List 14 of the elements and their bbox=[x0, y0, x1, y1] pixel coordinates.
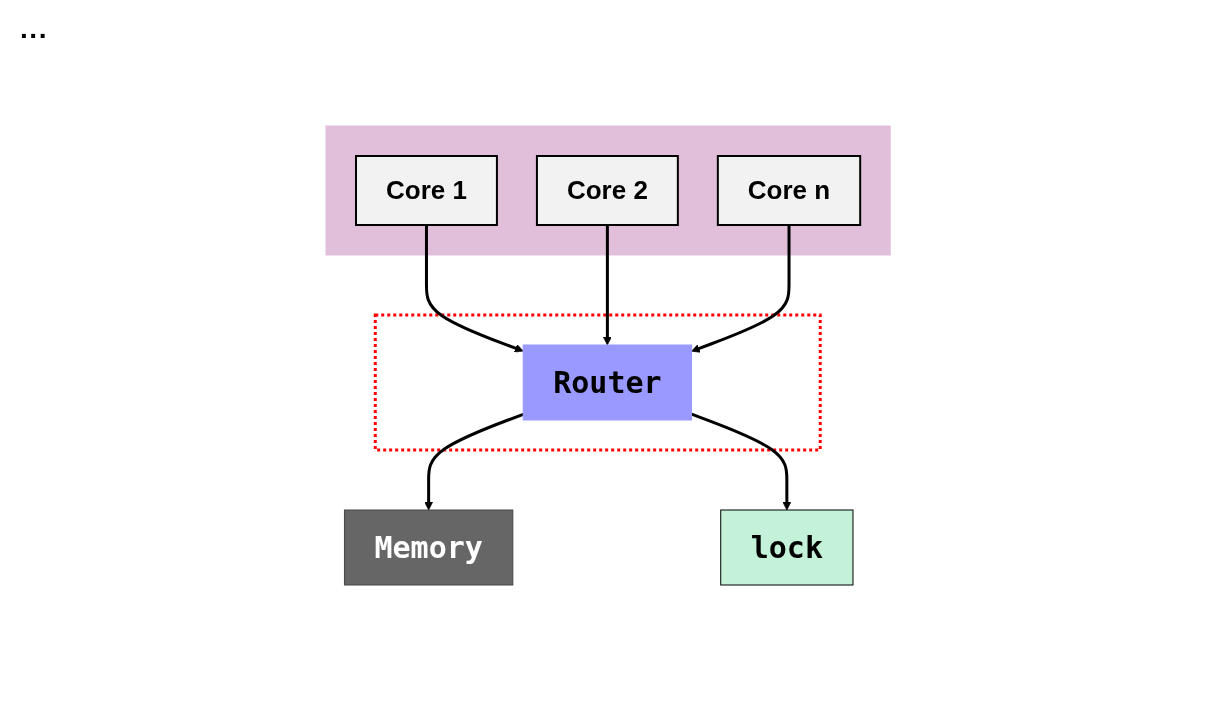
arrow bbox=[424, 412, 525, 510]
ellipsis-label: ··· bbox=[20, 20, 48, 52]
arrow bbox=[691, 412, 792, 510]
node-box: Core n bbox=[717, 154, 862, 226]
arrow bbox=[603, 224, 613, 345]
node-box: Memory bbox=[344, 509, 514, 585]
cluster bbox=[325, 125, 892, 255]
arrow bbox=[425, 224, 524, 352]
cluster bbox=[374, 313, 823, 451]
node-box: Core 2 bbox=[536, 154, 680, 226]
node-box: lock bbox=[720, 509, 854, 585]
node-box: Core 1 bbox=[355, 154, 499, 226]
arrow bbox=[691, 224, 791, 353]
node-box: Router bbox=[523, 344, 693, 420]
